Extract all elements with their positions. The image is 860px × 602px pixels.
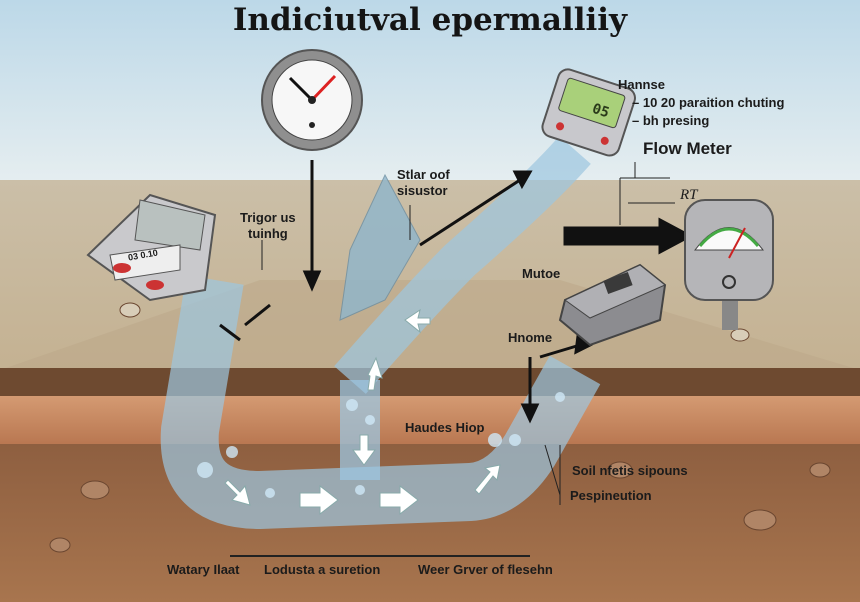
water-pipes (160, 136, 601, 530)
flow-arrows (224, 308, 501, 516)
label-trigor-2: tuinhg (248, 226, 288, 241)
bottom-label-2: Lodusta a suretion (264, 562, 381, 577)
label-pespin: Pespineution (570, 488, 652, 503)
topsoil-band (0, 368, 860, 396)
label-handheld-line1: 10 20 paraition chuting (632, 95, 785, 110)
label-stlar-1: Stlar oof (397, 167, 450, 182)
label-mutoe: Mutoe (522, 266, 561, 281)
label-handheld-line2: bh presing (632, 113, 709, 128)
dial-meter-icon (684, 199, 774, 330)
bubbles (197, 392, 565, 498)
pointer-lines (219, 160, 694, 424)
sensor-box-icon (558, 263, 667, 347)
label-trigor-1: Trigor us (240, 210, 296, 225)
page-title: Indiciutval epermalliiy (232, 2, 628, 38)
label-hnome: Hnome (508, 330, 553, 345)
label-stlar-2: sisustor (397, 183, 448, 198)
bottom-label-3: Weer Grver of flesehn (418, 562, 553, 577)
data-console-icon (86, 193, 217, 302)
label-handheld-name: Hannse (618, 77, 665, 92)
label-flow-meter: Flow Meter (643, 139, 732, 158)
sky (0, 0, 860, 185)
label-soil: Soil nfetis sipouns (572, 463, 688, 478)
bottom-label-1: Watary Ilaat (167, 562, 240, 577)
label-rt: RT (680, 187, 698, 203)
label-haudes: Haudes Hiop (405, 420, 485, 435)
clay-layer (0, 396, 860, 446)
pressure-gauge-icon (261, 49, 363, 151)
handheld-meter-icon (541, 68, 636, 157)
rocks (49, 302, 831, 553)
